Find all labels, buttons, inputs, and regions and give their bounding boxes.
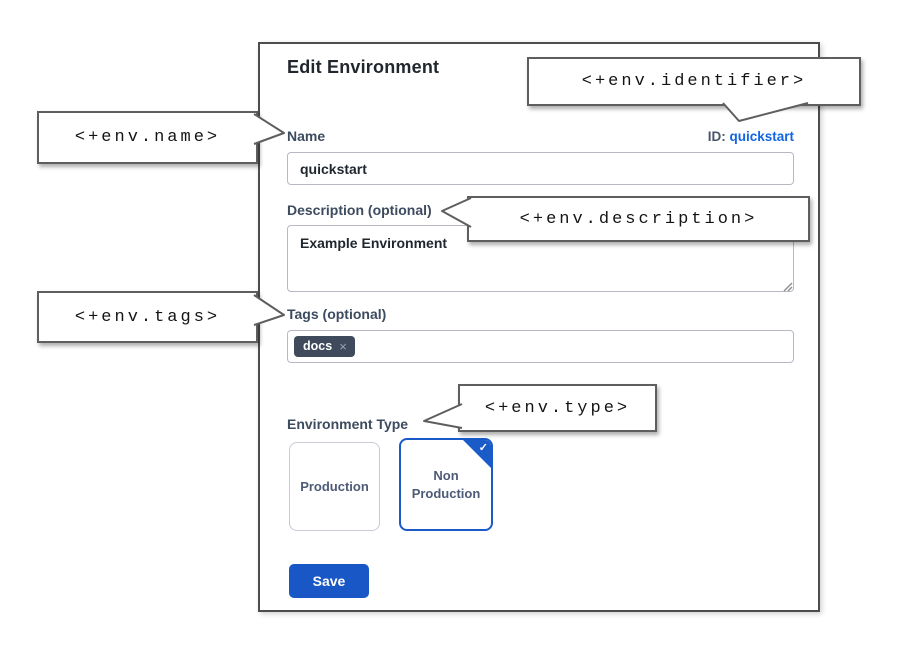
tag-remove-icon[interactable]: × (339, 338, 347, 354)
callout-env-tags-tail (253, 294, 285, 326)
name-label-row: Name ID: quickstart (287, 128, 794, 144)
callout-env-description-tail (441, 197, 472, 228)
id-label: ID: (707, 129, 726, 144)
callout-env-name-text: <+env.name> (74, 128, 221, 147)
environment-type-cards: Production Non Production ✓ (289, 438, 493, 531)
id-value-link[interactable]: quickstart (729, 129, 794, 144)
callout-env-type-text: <+env.type> (484, 398, 631, 418)
environment-type-label: Environment Type (287, 416, 409, 432)
type-card-production[interactable]: Production (289, 442, 380, 531)
save-button[interactable]: Save (289, 564, 369, 598)
callout-env-tags-text: <+env.tags> (74, 307, 221, 327)
environment-id: ID: quickstart (708, 129, 794, 144)
callout-env-type-tail (423, 403, 463, 429)
name-input[interactable] (287, 152, 794, 185)
tags-input[interactable]: docs × (287, 330, 794, 363)
type-card-label: Non Production (411, 467, 481, 501)
tag-chip-docs: docs × (294, 336, 355, 357)
callout-env-name-tail (253, 113, 285, 145)
dialog-title: Edit Environment (287, 57, 440, 77)
edit-environment-dialog: Edit Environment Name ID: quickstart Des… (258, 42, 820, 612)
check-icon: ✓ (478, 442, 488, 454)
type-card-non-production[interactable]: Non Production ✓ (399, 438, 493, 531)
callout-env-name: <+env.name> (37, 111, 258, 164)
callout-env-identifier-tail (722, 102, 809, 122)
type-card-label: Production (300, 478, 369, 494)
description-label: Description (optional) (287, 202, 432, 218)
callout-env-type: <+env.type> (458, 384, 657, 432)
callout-env-description-text: <+env.description> (519, 209, 758, 229)
callout-env-description: <+env.description> (467, 196, 810, 242)
callout-env-identifier-text: <+env.identifier> (581, 72, 807, 91)
callout-env-identifier: <+env.identifier> (527, 57, 861, 106)
callout-env-tags: <+env.tags> (37, 291, 258, 343)
name-label: Name (287, 128, 326, 144)
tags-label: Tags (optional) (287, 306, 387, 322)
tag-chip-label: docs (303, 339, 333, 353)
